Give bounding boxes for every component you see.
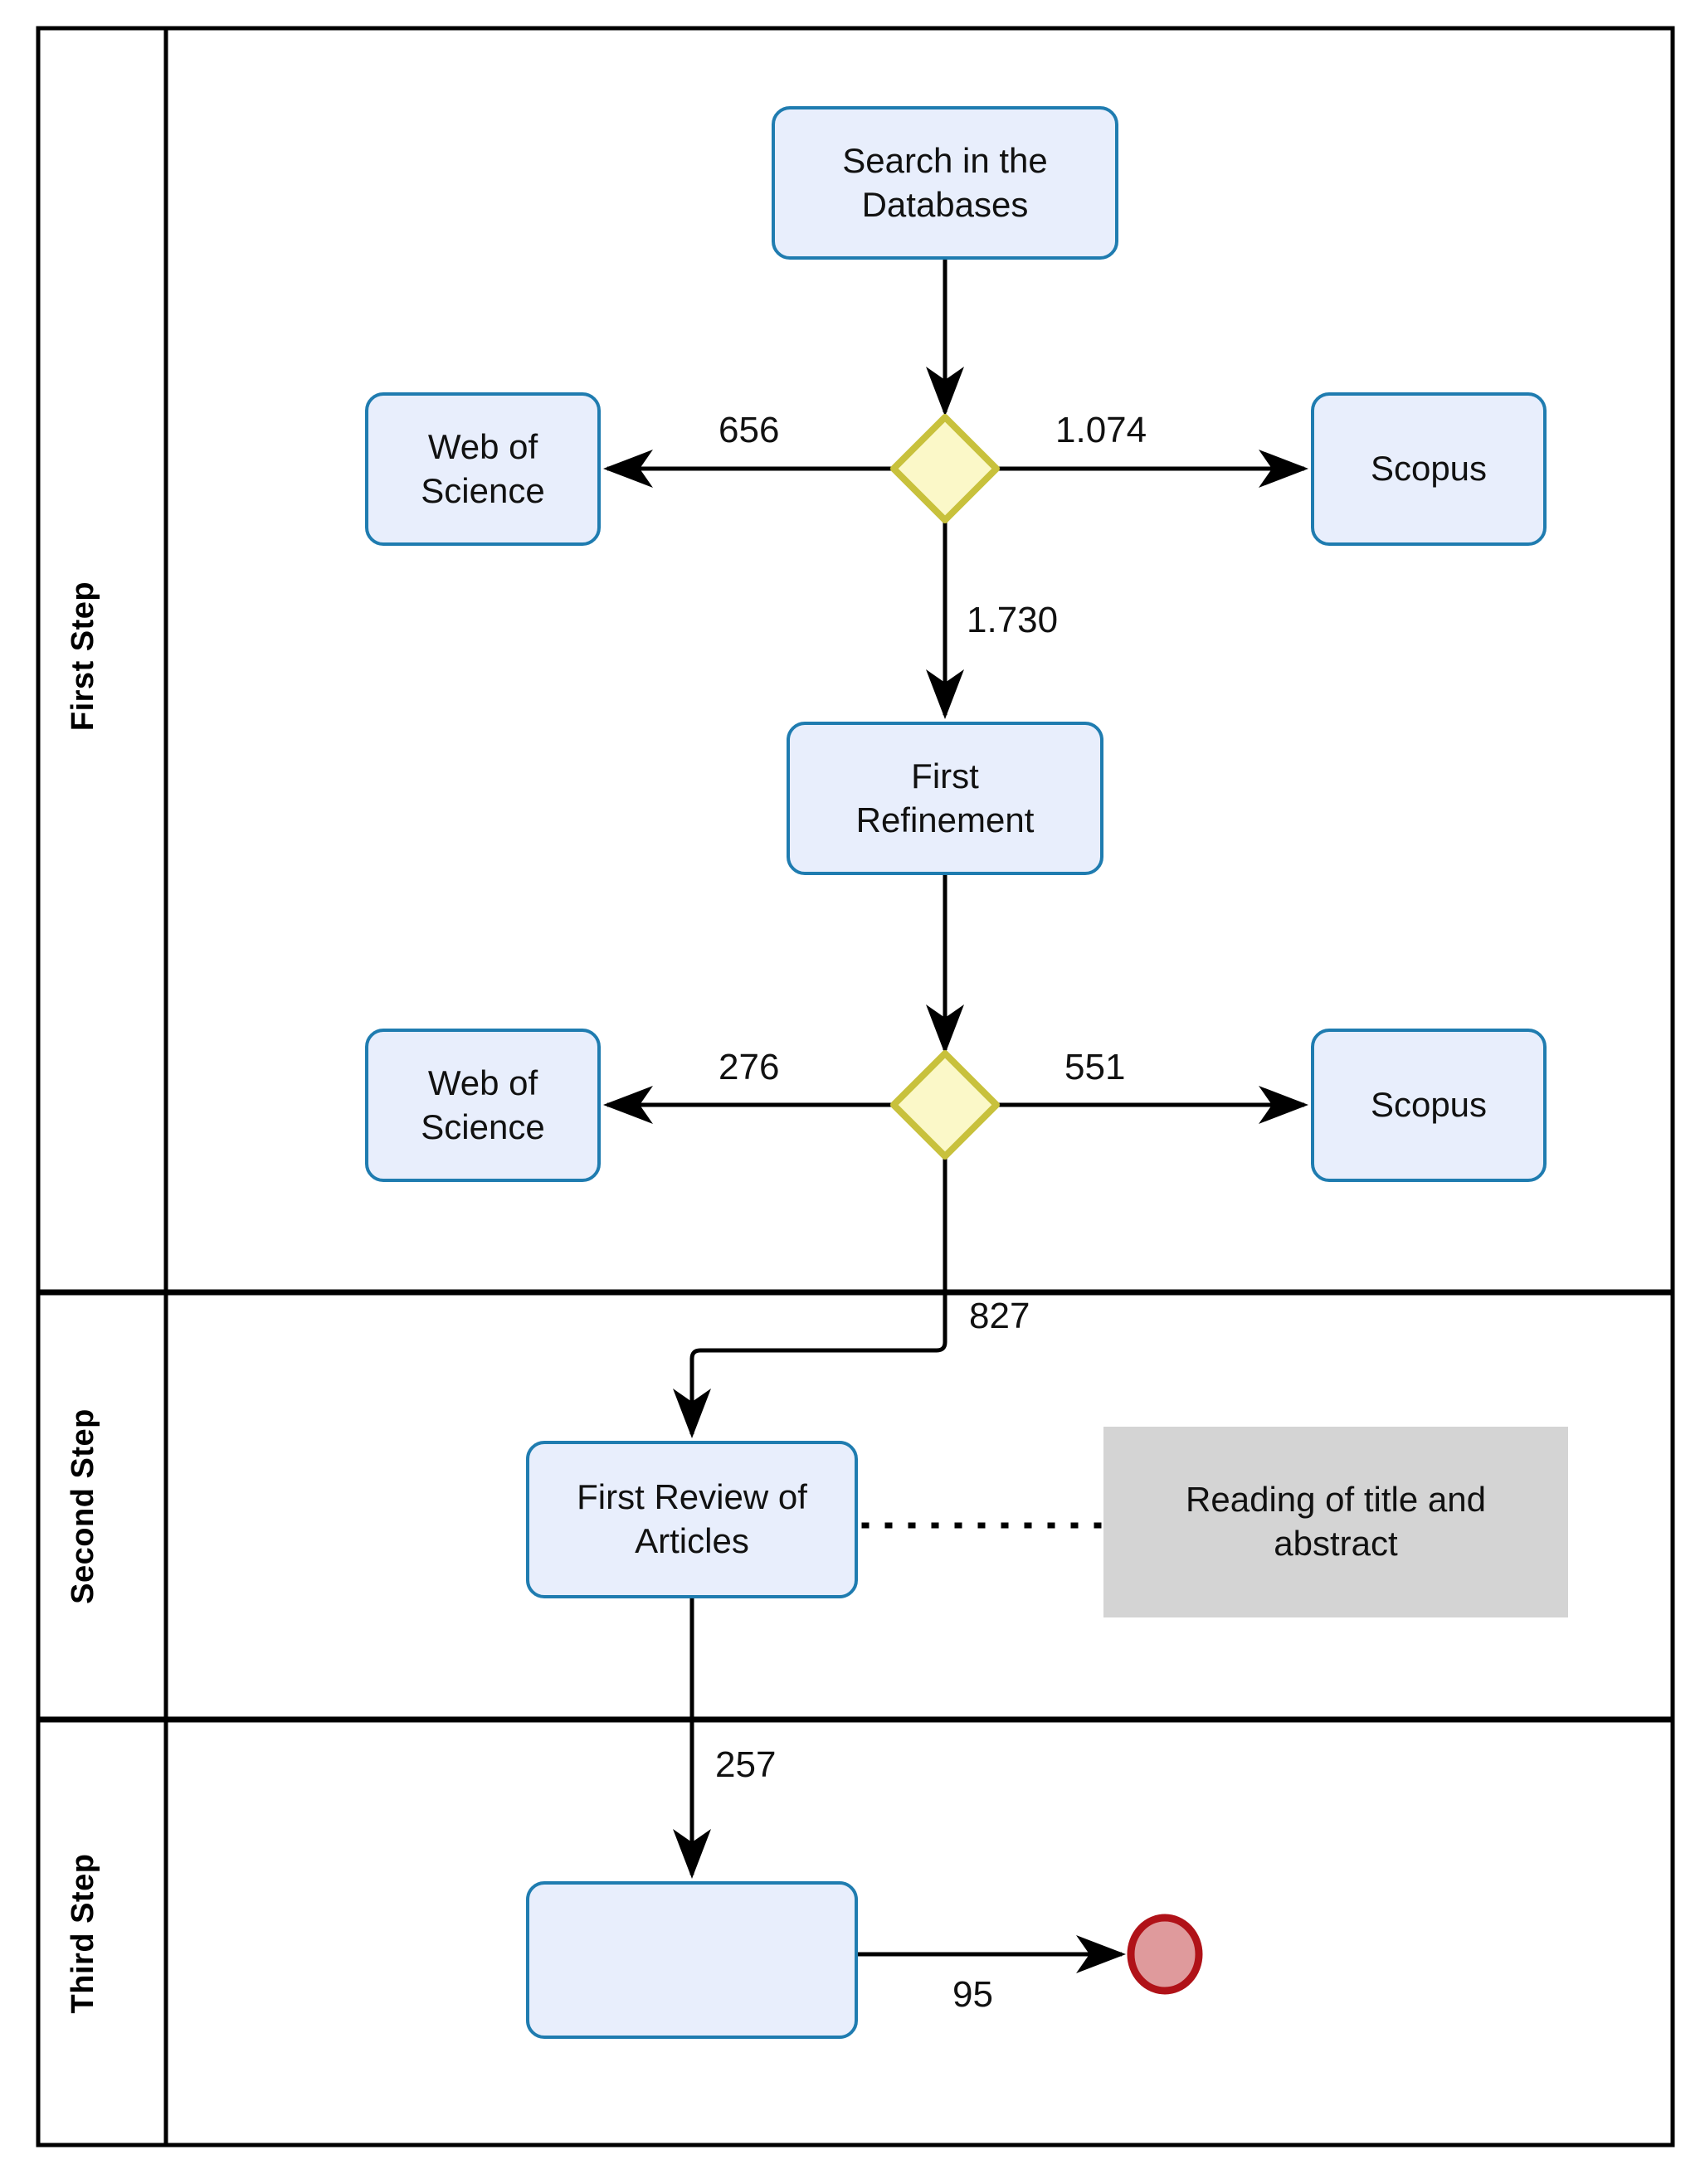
node-web-of-science-2-label: Web of Science: [421, 1063, 545, 1146]
edge-label-1074-text: 1.074: [1055, 410, 1147, 450]
node-search-in-the-databases[interactable]: Search in the Databases: [772, 106, 1118, 260]
decision-gateway-2[interactable]: [890, 1050, 1000, 1160]
node-web-of-science-2[interactable]: Web of Science: [365, 1029, 601, 1182]
node-scopus-1-label: Scopus: [1370, 449, 1488, 489]
edge-label-1074: 1.074: [1055, 410, 1147, 451]
diagram-frame: [36, 26, 1675, 2148]
edge-label-656-text: 656: [719, 410, 780, 450]
lane-label-first-step: First Step: [58, 515, 108, 797]
edge-label-95: 95: [952, 1974, 993, 2016]
edge-label-1730-text: 1.730: [967, 600, 1059, 640]
edge-label-827-text: 827: [969, 1296, 1030, 1336]
edge-label-551: 551: [1064, 1047, 1125, 1088]
edge-label-656: 656: [719, 410, 779, 451]
lane-label-second-step-text: Second Step: [65, 1408, 100, 1604]
end-event-circle[interactable]: [1127, 1914, 1203, 1995]
edge-label-95-text: 95: [952, 1974, 993, 2015]
node-reading-of-title-and-abstract[interactable]: Reading of title and abstract: [1103, 1427, 1568, 1617]
node-reading-of-title-and-abstract-label: Reading of title and abstract: [1186, 1480, 1486, 1563]
edge-label-257: 257: [715, 1744, 776, 1786]
lane-label-first-step-text: First Step: [65, 581, 100, 732]
node-first-review-of-articles-label: First Review of Articles: [577, 1477, 807, 1560]
node-first-refinement-label: First Refinement: [855, 756, 1035, 839]
edge-label-276-text: 276: [719, 1047, 780, 1087]
node-scopus-2[interactable]: Scopus: [1311, 1029, 1547, 1182]
lane-label-third-step-text: Third Step: [65, 1853, 100, 2014]
edge-label-827: 827: [969, 1296, 1030, 1337]
edge-label-276: 276: [719, 1047, 779, 1088]
node-web-of-science-1[interactable]: Web of Science: [365, 392, 601, 546]
node-web-of-science-1-label: Web of Science: [421, 426, 545, 510]
connector-decision2-to-review: [673, 1156, 947, 1438]
node-first-refinement[interactable]: First Refinement: [787, 722, 1103, 875]
lane-label-third-step: Third Step: [58, 1811, 108, 2056]
decision-gateway-1[interactable]: [890, 414, 1000, 523]
node-scopus-2-label: Scopus: [1370, 1085, 1488, 1125]
edge-label-257-text: 257: [715, 1744, 777, 1785]
edge-label-1730: 1.730: [967, 600, 1058, 641]
node-search-in-the-databases-label: Search in the Databases: [842, 140, 1048, 224]
node-full-reading-of-articles[interactable]: [526, 1881, 858, 2039]
lane-label-second-step: Second Step: [58, 1384, 108, 1629]
node-first-review-of-articles[interactable]: First Review of Articles: [526, 1441, 858, 1598]
node-scopus-1[interactable]: Scopus: [1311, 392, 1547, 546]
edge-label-551-text: 551: [1064, 1047, 1126, 1087]
